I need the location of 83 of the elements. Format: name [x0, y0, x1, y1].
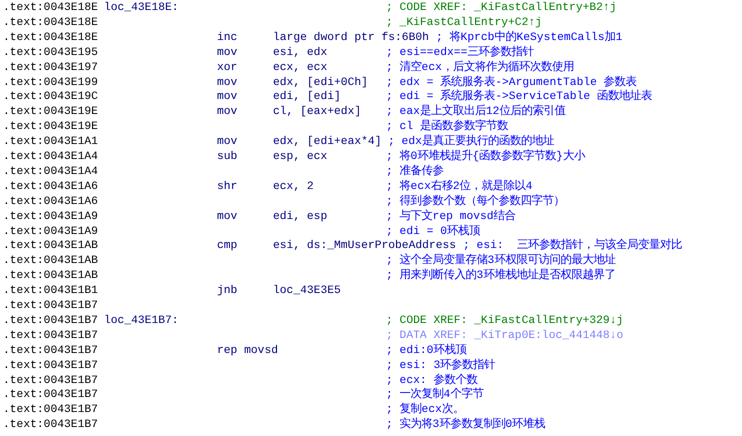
xref-comment: ; DATA XREF: _KiTrap0E:loc_441448↓o [386, 328, 624, 344]
line-address: .text:0043E1A6 [3, 180, 98, 195]
instruction-mnemonic: mov [217, 105, 238, 120]
code-comment: ; 一次复制4个字节 [386, 388, 484, 402]
code-comment: ; edi = 0环栈顶 [386, 224, 480, 240]
code-comment: ; edi = 系统服务表->ServiceTable 函数地址表 [386, 90, 652, 104]
instruction-mnemonic: jnb [217, 284, 238, 300]
code-comment: ; 实为将3环参数复制到0环堆栈 [386, 418, 546, 434]
instruction-operands: edx, [edi+eax*4] [273, 135, 382, 150]
code-comment: ; 得到参数个数（每个参数四字节） [386, 194, 565, 210]
line-address: .text:0043E195 [3, 46, 98, 61]
xref-comment: ; CODE XREF: _KiFastCallEntry+329↓j [386, 314, 624, 329]
line-address: .text:0043E1A6 [3, 194, 98, 210]
line-address: .text:0043E1B7 [3, 314, 98, 329]
instruction-operands: ecx, ecx [273, 60, 328, 76]
line-address: .text:0043E1A1 [3, 135, 98, 150]
line-address: .text:0043E1AB [3, 269, 98, 284]
line-address: .text:0043E1B7 [3, 344, 98, 359]
code-comment: ; 与下文rep movsd结合 [386, 210, 516, 224]
line-address: .text:0043E199 [3, 76, 98, 90]
line-address: .text:0043E1B1 [3, 284, 98, 300]
line-address: .text:0043E197 [3, 60, 98, 76]
instruction-operands: edx, [edi+0Ch] [273, 76, 368, 90]
line-address: .text:0043E18E [3, 16, 98, 31]
xref-comment: ; CODE XREF: _KiFastCallEntry+B2↑j [386, 1, 616, 16]
instruction-operands: edi, esp [273, 210, 328, 225]
code-comment: ; cl 是函数参数字节数 [386, 120, 508, 134]
instruction-operands: esi, ds:_MmUserProbeAddress [273, 239, 456, 253]
instruction-operands: edi, [edi] [273, 90, 341, 106]
instruction-mnemonic: xor [217, 60, 238, 76]
instruction-operands: loc_43E3E5 [273, 284, 341, 300]
instruction-mnemonic: mov [217, 76, 238, 90]
instruction-operands: esi, edx [273, 46, 328, 61]
instruction-mnemonic: sub [217, 150, 238, 165]
line-address: .text:0043E19E [3, 105, 98, 120]
line-address: .text:0043E1B7 [3, 358, 98, 374]
line-address: .text:0043E1A4 [3, 164, 98, 180]
instruction-mnemonic: shr [217, 180, 238, 195]
instruction-mnemonic: rep movsd [217, 344, 278, 359]
code-label: loc_43E1B7: [104, 314, 179, 329]
code-comment: ; eax是上文取出后12位后的索引值 [386, 105, 566, 119]
code-label: loc_43E18E: [104, 1, 179, 16]
code-comment: ; esi: 三环参数指针，与该全局变量对比 [463, 239, 682, 253]
code-comment: ; 用来判断传入的3环堆栈地址是否权限越界了 [386, 269, 616, 284]
xref-comment: ; _KiFastCallEntry+C2↑j [386, 16, 542, 30]
instruction-operands: large dword ptr fs:6B0h [273, 30, 429, 46]
line-address: .text:0043E18E [3, 30, 98, 46]
line-address: .text:0043E1AB [3, 254, 98, 270]
line-address: .text:0043E19E [3, 120, 98, 136]
line-address: .text:0043E1B7 [3, 299, 98, 314]
instruction-mnemonic: mov [217, 46, 238, 61]
code-comment: ; 复制ecx次。 [386, 403, 464, 417]
line-address: .text:0043E1A9 [3, 210, 98, 225]
instruction-mnemonic: mov [217, 135, 238, 150]
line-address: .text:0043E1B7 [3, 403, 98, 418]
line-address: .text:0043E19C [3, 90, 98, 106]
line-address: .text:0043E18E [3, 1, 98, 16]
line-address: .text:0043E1B7 [3, 328, 98, 344]
code-comment: ; 这个全局变量存储3环权限可访问的最大地址 [386, 254, 616, 268]
line-address: .text:0043E1B7 [3, 388, 98, 404]
line-address: .text:0043E1AB [3, 239, 98, 254]
code-comment: ; 将Kprcb中的KeSystemCalls加1 [436, 30, 622, 46]
line-address: .text:0043E1B7 [3, 418, 98, 434]
code-comment: ; 清空ecx，后文将作为循环次数使用 [386, 60, 574, 75]
code-comment: ; 将ecx右移2位，就是除以4 [386, 180, 532, 194]
instruction-mnemonic: cmp [217, 239, 238, 254]
code-comment: ; edx = 系统服务表->ArgumentTable 参数表 [386, 76, 637, 89]
code-comment: ; 将0环堆栈提升{函数参数字节数}大小 [386, 150, 585, 164]
line-address: .text:0043E1B7 [3, 374, 98, 388]
instruction-mnemonic: mov [217, 90, 238, 106]
code-comment: ; 准备传参 [386, 164, 444, 180]
instruction-operands: esp, ecx [273, 150, 328, 165]
code-comment: ; esi: 3环参数指针 [386, 358, 496, 374]
instruction-operands: ecx, 2 [273, 180, 314, 195]
instruction-mnemonic: mov [217, 210, 238, 225]
code-comment: ; edx是真正要执行的函数的地址 [388, 135, 554, 149]
code-comment: ; ecx: 参数个数 [386, 374, 478, 387]
instruction-operands: cl, [eax+edx] [273, 105, 362, 120]
line-address: .text:0043E1A9 [3, 224, 98, 240]
code-comment: ; edi:0环栈顶 [386, 344, 466, 358]
instruction-mnemonic: inc [217, 30, 238, 46]
line-address: .text:0043E1A4 [3, 150, 98, 165]
code-comment: ; esi==edx==三环参数指针 [386, 46, 534, 60]
